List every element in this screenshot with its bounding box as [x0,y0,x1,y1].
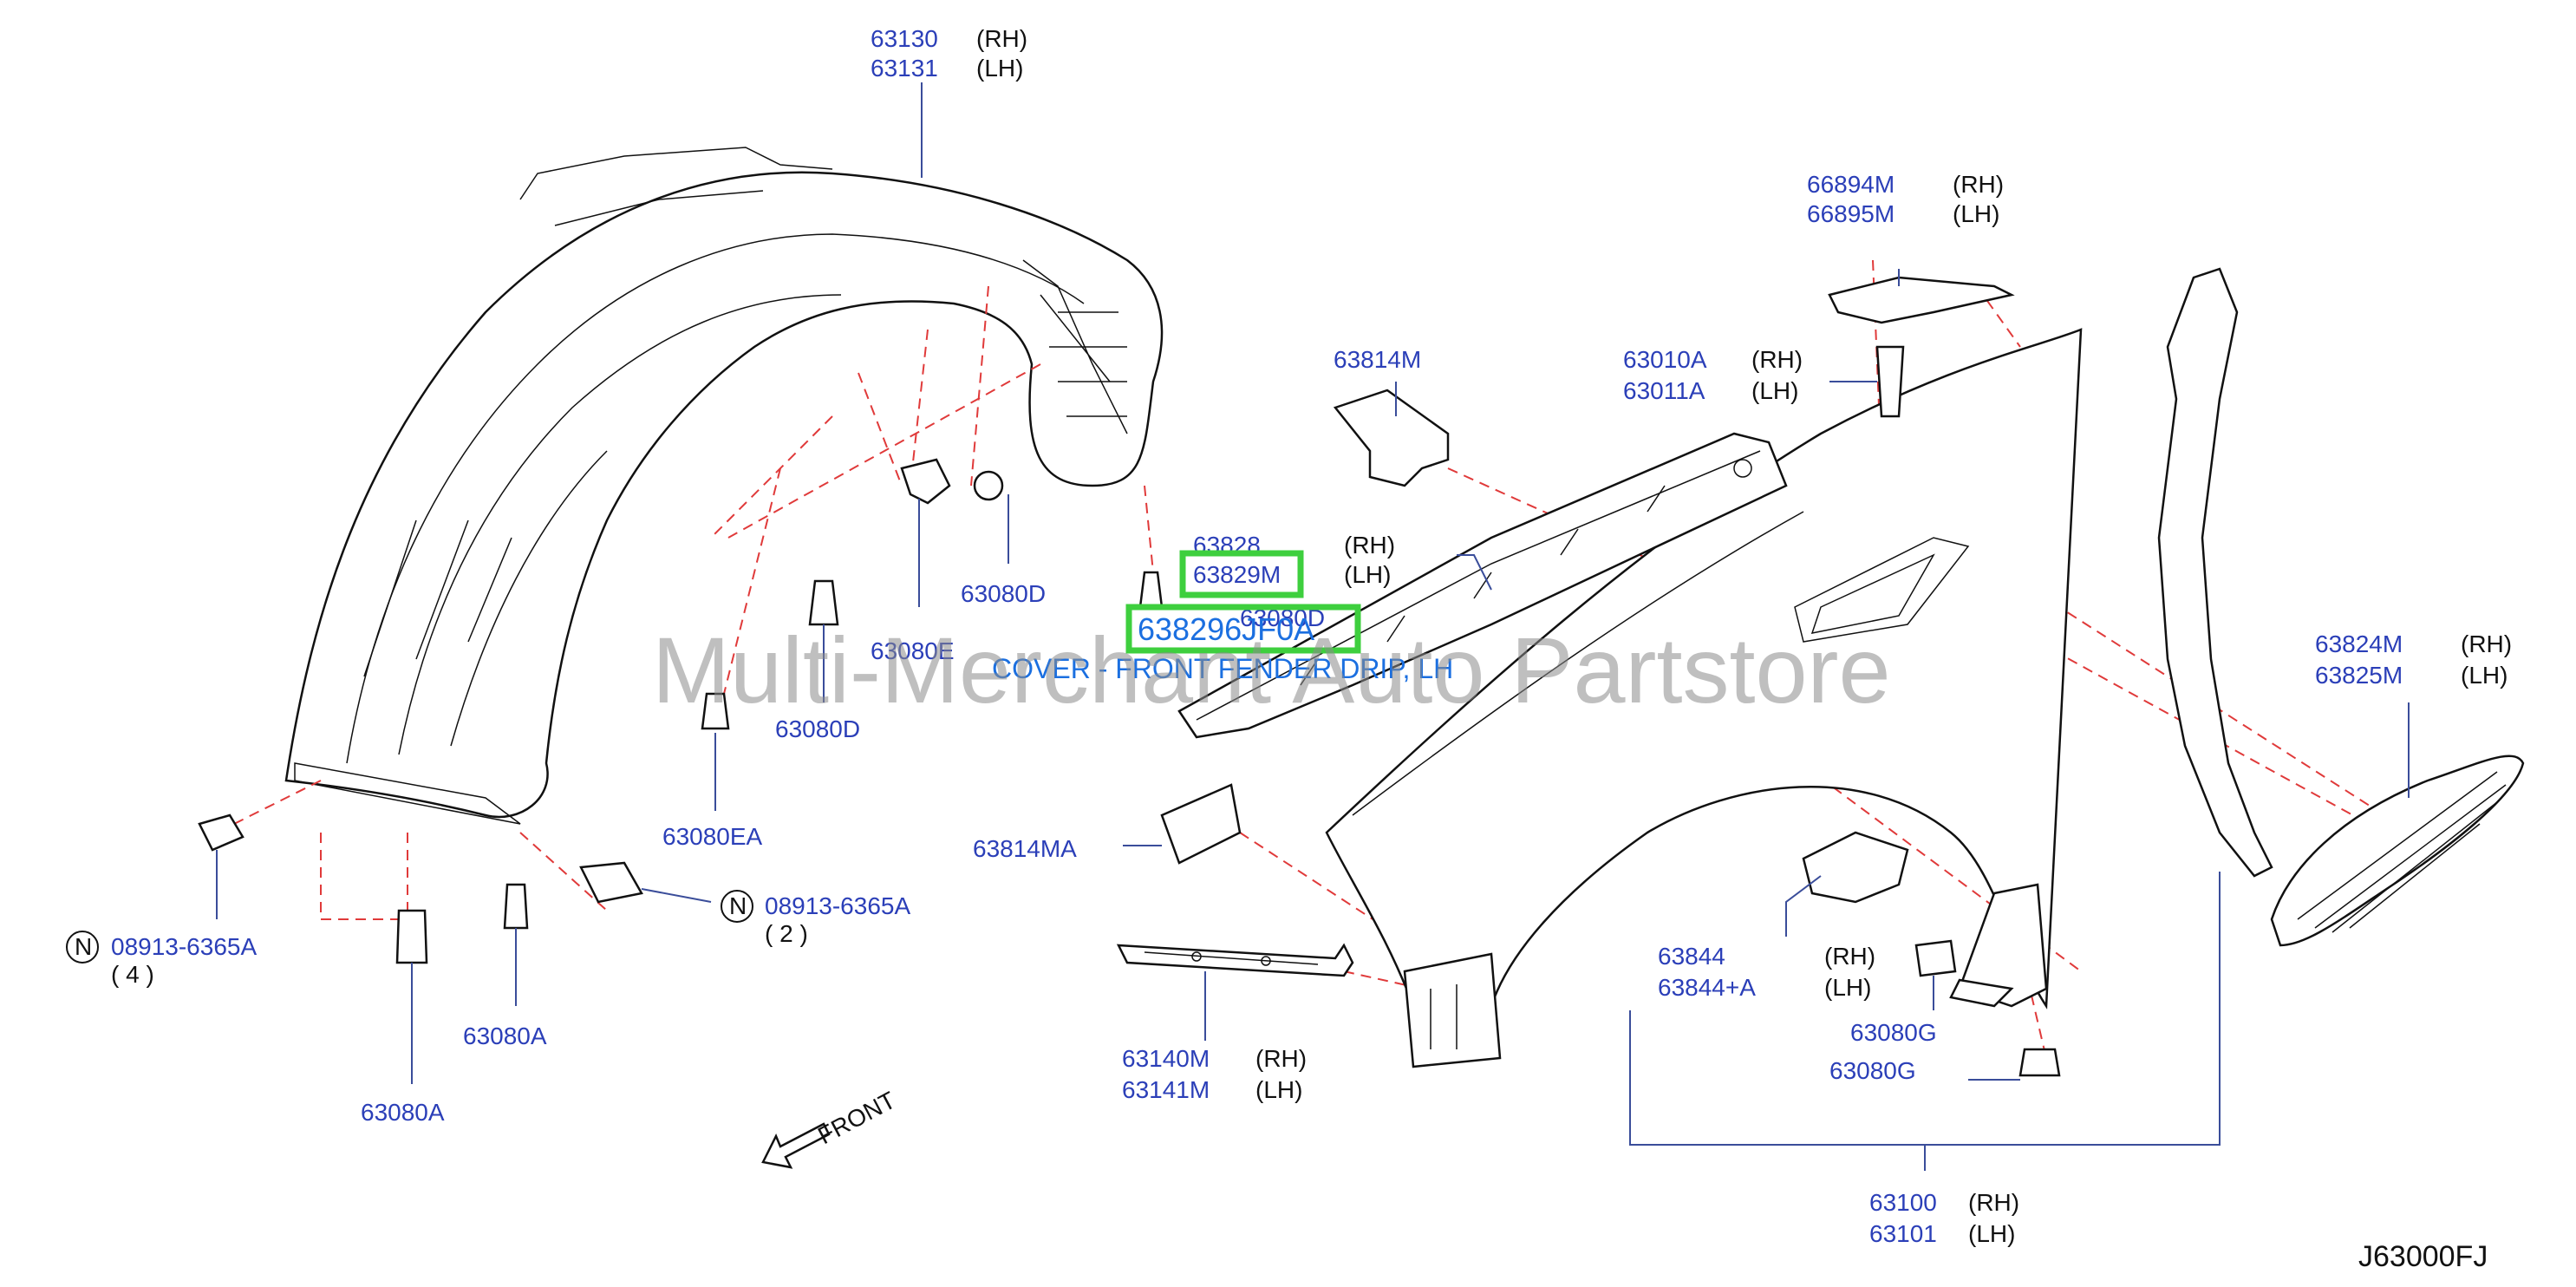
label-clip-63080ea[interactable]: 63080EA [662,823,763,850]
label-rh: (RH) [1968,1189,2019,1216]
n-circle-icon [66,931,99,964]
front-fender-drawing[interactable] [1325,328,2083,1068]
label-liner-rh[interactable]: 63130 [871,25,938,52]
label-clip-63080d[interactable]: 63080D [961,580,1046,607]
selected-part-highlight [1125,604,1361,654]
diagram-reference-id: J63000FJ [2358,1240,2488,1273]
label-lh: (LH) [1255,1076,1302,1103]
fender-drip-cover-drawing[interactable] [1177,432,1788,739]
label-clip-63080a[interactable]: 63080A [361,1099,445,1126]
label-liner-lh[interactable]: 63131 [871,55,938,82]
label-grille-rh[interactable]: 63824M [2315,630,2403,657]
label-molding-rh[interactable]: 66894M [1807,171,1895,198]
label-lh: (LH) [2461,662,2508,689]
label-clip-63080d[interactable]: 63080D [775,715,860,742]
fender-liner-drawing[interactable] [284,147,1164,825]
label-rh: (RH) [976,25,1027,52]
label-lh: (LH) [1968,1220,2015,1247]
label-molding-lh[interactable]: 66895M [1807,200,1895,227]
label-rh: (RH) [1824,943,1875,970]
molding-drawing[interactable] [1828,276,2015,324]
label-fender-lh[interactable]: 63101 [1869,1220,1937,1247]
label-front: FRONT [813,1087,900,1150]
n-marker: N [75,933,92,960]
n-marker: N [729,892,747,919]
label-nut-left[interactable]: 08913-6365A [111,933,257,960]
label-nut-right[interactable]: 08913-6365A [765,892,910,919]
seal-63814ma-drawing[interactable] [1160,783,1242,865]
part-labels: 63130 (RH) 63131 (LH) 63080D 63080E 6308… [66,25,2512,1273]
label-lh: (LH) [1953,200,1999,227]
label-bracket-lh[interactable]: 63141M [1122,1076,1210,1103]
label-rh: (RH) [1751,346,1803,373]
label-bolt-rh[interactable]: 63010A [1623,346,1707,373]
label-lh: (LH) [1824,974,1871,1001]
grille-drawing[interactable] [2270,755,2525,947]
front-direction-arrow [761,1122,831,1169]
label-seal-63814ma[interactable]: 63814MA [973,835,1077,862]
label-protector-lh[interactable]: 63844+A [1658,974,1756,1001]
label-bolt-lh[interactable]: 63011A [1623,377,1705,404]
label-clip-63080a[interactable]: 63080A [463,1022,547,1049]
fender-seal-strip-drawing[interactable] [2157,267,2273,878]
label-lh: (LH) [1344,561,1391,588]
label-clip-63080g[interactable]: 63080G [1850,1019,1937,1046]
label-protector-rh[interactable]: 63844 [1658,943,1725,970]
label-seal-63814m[interactable]: 63814M [1334,346,1421,373]
label-lh: (LH) [1751,377,1798,404]
n-circle-icon [721,890,753,923]
label-bracket-rh[interactable]: 63140M [1122,1045,1210,1072]
label-drip-lh[interactable]: 63829M [1193,561,1281,588]
label-lh: (LH) [976,55,1023,82]
label-grille-lh[interactable]: 63825M [2315,662,2403,689]
label-clip-63080g[interactable]: 63080G [1829,1057,1916,1084]
label-rh: (RH) [1255,1045,1307,1072]
label-rh: (RH) [2461,630,2512,657]
label-fender-rh[interactable]: 63100 [1869,1189,1937,1216]
fastener-drawings [198,345,2061,1077]
label-nut-right-qty: ( 2 ) [765,920,808,947]
protector-drawing[interactable] [1802,831,1909,904]
fender-bracket-drawing[interactable] [1116,943,1354,977]
highlight-box [1179,550,1304,598]
label-clip-63080e[interactable]: 63080E [871,637,955,664]
watermark: Multi-Merchant Auto Partstore [652,617,1891,722]
label-rh: (RH) [1344,532,1395,559]
selected-part-caption: COVER - FRONT FENDER DRIP, LH [992,653,1453,684]
label-rh: (RH) [1953,171,2004,198]
selected-part-number[interactable]: 638296JF0A [1138,611,1314,647]
seal-63814m-drawing[interactable] [1333,389,1450,487]
leader-lines [216,82,2410,1171]
label-nut-left-qty: ( 4 ) [111,961,154,988]
